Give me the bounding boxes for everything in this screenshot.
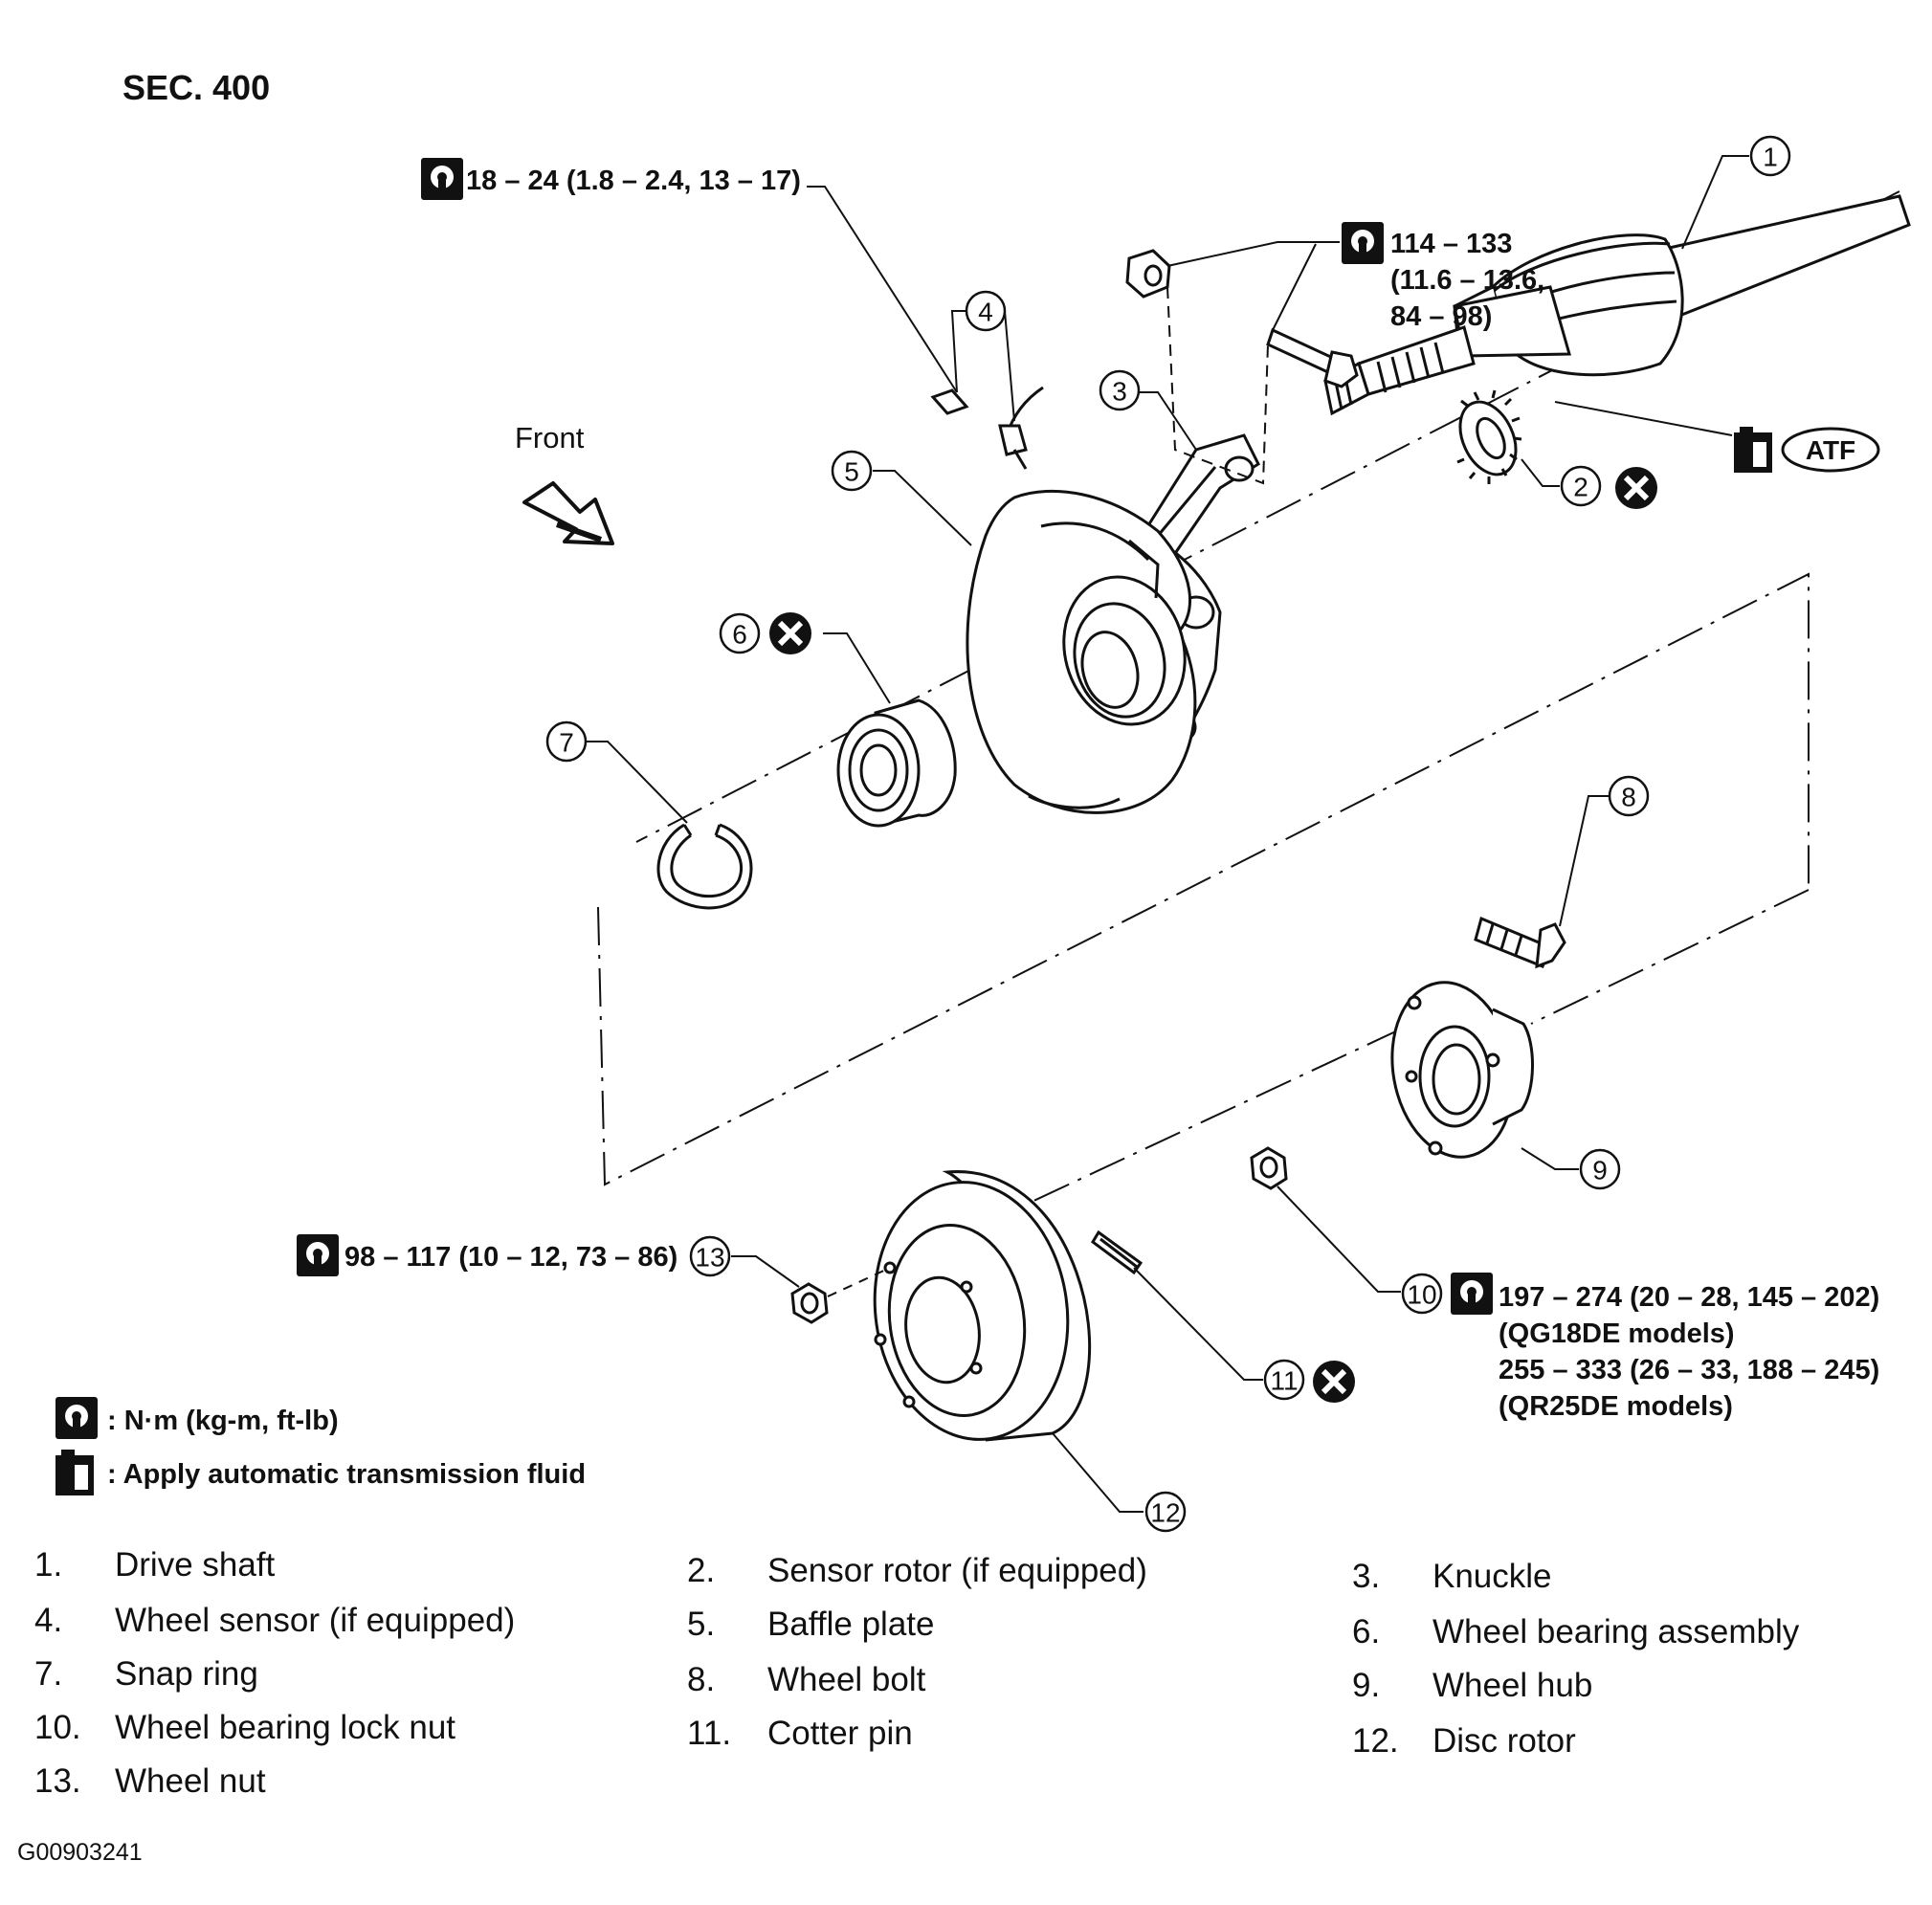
svg-text:10: 10	[1407, 1280, 1436, 1310]
drive-shaft	[1323, 194, 1911, 416]
callout-12: 12	[1144, 1491, 1187, 1533]
svg-text:12: 12	[1150, 1498, 1180, 1528]
svg-text:6: 6	[732, 620, 747, 650]
atf-badge: ATF	[1781, 427, 1880, 473]
wheel-nut	[790, 1282, 829, 1324]
do-not-reuse-icon	[1313, 1361, 1355, 1403]
callout-11: 11	[1263, 1359, 1305, 1401]
callout-2: 2	[1560, 465, 1602, 507]
torque-wrench-icon	[1342, 222, 1384, 264]
list-item: 9.Wheel hub	[1352, 1667, 1593, 1704]
figure-id: G00903241	[17, 1839, 143, 1866]
torque-wrench-icon	[56, 1397, 98, 1439]
disc-rotor	[873, 1170, 1092, 1442]
torque-spec-wheel-nut: 98 – 117 (10 – 12, 73 – 86)	[344, 1242, 677, 1273]
svg-text:8: 8	[1621, 783, 1636, 812]
torque-spec-knuckle-line1: 114 – 133	[1390, 229, 1512, 259]
list-item: 7.Snap ring	[34, 1655, 258, 1693]
cotter-pin	[1091, 1229, 1144, 1275]
wheel-bolt	[1474, 916, 1566, 969]
torque-spec-lock-nut-line4: (QR25DE models)	[1499, 1391, 1733, 1422]
list-item: 10.Wheel bearing lock nut	[34, 1709, 456, 1746]
fluid-can-icon	[56, 1450, 94, 1495]
knuckle-bolt	[1266, 327, 1359, 388]
torque-wrench-icon	[1451, 1273, 1493, 1315]
snap-ring	[656, 823, 753, 910]
legend-torque-unit: : N·m (kg-m, ft-lb)	[107, 1406, 339, 1436]
list-item: 3.Knuckle	[1352, 1558, 1552, 1595]
callout-4: 4	[965, 290, 1007, 332]
section-title: SEC. 400	[122, 68, 270, 107]
wheel-bearing-lock-nut	[1250, 1146, 1288, 1190]
callout-9: 9	[1579, 1148, 1621, 1190]
knuckle-bolt-guide	[1166, 286, 1269, 485]
svg-text:2: 2	[1573, 473, 1588, 502]
list-item: 13.Wheel nut	[34, 1762, 266, 1800]
torque-spec-knuckle-line2: (11.6 – 13.6,	[1390, 265, 1544, 296]
callout-5: 5	[831, 450, 873, 492]
callout-3: 3	[1099, 369, 1141, 411]
assembly-bracket	[597, 572, 1810, 1186]
list-item: 12.Disc rotor	[1352, 1722, 1576, 1760]
torque-spec-lock-nut-line1: 197 – 274 (20 – 28, 145 – 202)	[1499, 1282, 1879, 1313]
svg-text:3: 3	[1112, 377, 1127, 407]
torque-spec-knuckle-line3: 84 – 98)	[1390, 301, 1492, 332]
svg-text:11: 11	[1270, 1366, 1298, 1396]
list-item: 2.Sensor rotor (if equipped)	[687, 1552, 1147, 1589]
sensor-rotor	[1456, 389, 1522, 484]
do-not-reuse-icon	[1615, 467, 1657, 509]
bracket-link	[1530, 889, 1810, 1025]
torque-spec-wheel-sensor: 18 – 24 (1.8 – 2.4, 13 – 17)	[466, 166, 801, 196]
front-label: Front	[515, 421, 585, 454]
do-not-reuse-icon	[769, 612, 811, 654]
list-item: 6.Wheel bearing assembly	[1352, 1613, 1800, 1650]
list-item: 1.Drive shaft	[34, 1546, 276, 1584]
svg-text:7: 7	[559, 728, 574, 758]
torque-spec-lock-nut-line2: (QG18DE models)	[1499, 1318, 1735, 1349]
list-item: 8.Wheel bolt	[687, 1661, 926, 1698]
baffle-plate	[966, 489, 1197, 814]
svg-text:13: 13	[695, 1243, 724, 1273]
atf-leader	[1554, 401, 1733, 436]
list-item: 11.Cotter pin	[687, 1715, 913, 1752]
wheel-sensor	[930, 386, 1044, 470]
callout-8: 8	[1608, 775, 1650, 817]
callout-1: 1	[1749, 135, 1791, 177]
front-direction-arrow-icon	[522, 481, 614, 545]
wheel-hub	[1390, 981, 1534, 1159]
svg-text:4: 4	[978, 298, 993, 327]
callout-7: 7	[545, 720, 588, 763]
svg-text:5: 5	[844, 457, 859, 487]
callout-6: 6	[719, 612, 761, 654]
torque-wrench-icon	[297, 1234, 339, 1276]
wheel-nut-guide	[827, 1267, 891, 1297]
callout-10: 10	[1401, 1273, 1443, 1315]
list-item: 5.Baffle plate	[687, 1606, 935, 1643]
torque-wrench-icon	[421, 158, 463, 200]
svg-text:9: 9	[1592, 1156, 1608, 1185]
knuckle-nut	[1125, 249, 1171, 299]
fluid-can-icon	[1734, 427, 1772, 473]
wheel-bearing-assembly	[836, 698, 957, 828]
list-item: 4.Wheel sensor (if equipped)	[34, 1602, 516, 1639]
legend-atf-note: : Apply automatic transmission fluid	[107, 1459, 586, 1490]
torque-spec-lock-nut-line3: 255 – 333 (26 – 33, 188 – 245)	[1499, 1355, 1879, 1385]
svg-text:1: 1	[1763, 143, 1778, 172]
parts-list: 1.Drive shaft 2.Sensor rotor (if equippe…	[0, 1546, 1932, 1824]
callout-13: 13	[689, 1235, 731, 1277]
atf-label: ATF	[1806, 435, 1855, 465]
